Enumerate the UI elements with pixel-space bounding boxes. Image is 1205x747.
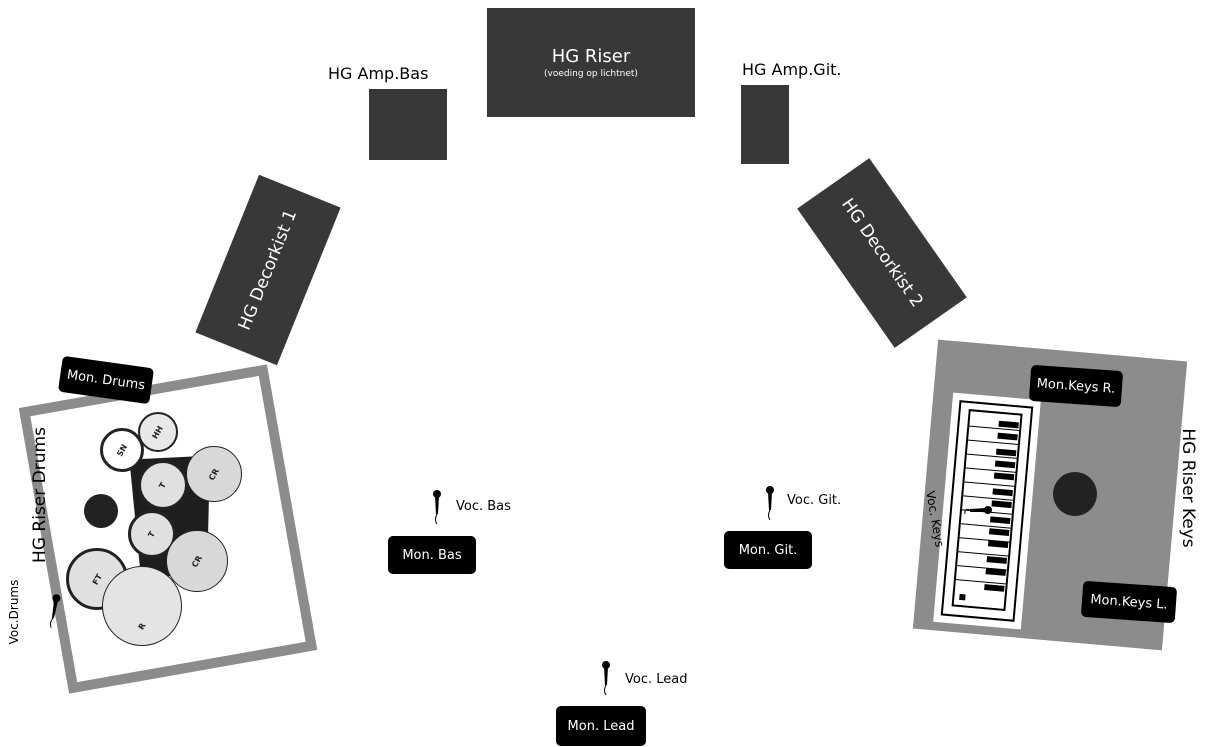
decorkist-1: HG Decorkist 1 [195,174,341,366]
monitor-lead: Mon. Lead [556,706,646,746]
drum-ride: R [102,566,182,646]
keys-stool [1053,472,1097,516]
drum-crash-2: CR [166,530,228,592]
amp-bas-label: HG Amp.Bas [328,64,429,83]
riser-title: HG Riser [551,46,631,67]
monitor-keys-r: Mon.Keys R. [1028,364,1124,408]
drum-snare-label: SN [114,442,130,458]
monitor-keys-l-label: Mon.Keys L. [1089,591,1169,613]
monitor-bas: Mon. Bas [388,536,476,574]
drum-crash-1: CR [186,446,242,502]
microphone-icon [433,490,441,525]
amp-git-label: HG Amp.Git. [742,60,842,79]
voc-git-label: Voc. Git. [787,493,842,508]
voc-bas-label: Voc. Bas [456,499,511,514]
microphone-icon [602,661,610,696]
monitor-git-label: Mon. Git. [738,542,798,558]
decorkist-2: HG Decorkist 2 [797,158,967,348]
microphone-icon [766,486,774,521]
drum-crash-1-label: CR [207,466,221,482]
keyboard [933,392,1041,630]
drum-crash-2-label: CR [190,553,204,569]
drum-hihat: HH [138,412,178,452]
drum-ride-label: R [136,621,148,631]
riser-keys-label: HG Riser Keys [1178,428,1198,548]
riser-center: HG Riser (voeding op lichtnet) [487,8,695,117]
monitor-keys-r-label: Mon.Keys R. [1036,375,1116,397]
keyboard-keys [940,400,1034,622]
amp-bas-box [369,89,447,160]
decorkist-2-label: HG Decorkist 2 [837,194,927,312]
microphone-icon [49,594,61,628]
drum-hihat-label: HH [150,423,166,441]
voc-lead-label: Voc. Lead [625,672,688,687]
drum-snare: SN [100,428,144,472]
drum-tom-2-label: T [146,529,158,539]
decorkist-1-label: HG Decorkist 1 [234,206,302,334]
amp-git-box [741,85,789,164]
monitor-drums: Mon. Drums [57,355,155,405]
microphone-icon [964,506,992,515]
monitor-git: Mon. Git. [724,531,812,569]
monitor-lead-label: Mon. Lead [567,718,635,734]
voc-drums-label: Voc.Drums [7,579,21,645]
monitor-drums-label: Mon. Drums [65,367,147,393]
drum-tom-1-label: T [157,480,169,490]
monitor-keys-l: Mon.Keys L. [1080,580,1178,624]
riser-drums-label: HG Riser Drums [30,427,50,563]
drum-tom-1: T [138,460,188,510]
monitor-bas-label: Mon. Bas [402,547,462,563]
drum-stool [84,494,118,528]
drum-floor-tom-label: FT [90,572,104,586]
riser-subtitle: (voeding op lichtnet) [544,69,638,79]
